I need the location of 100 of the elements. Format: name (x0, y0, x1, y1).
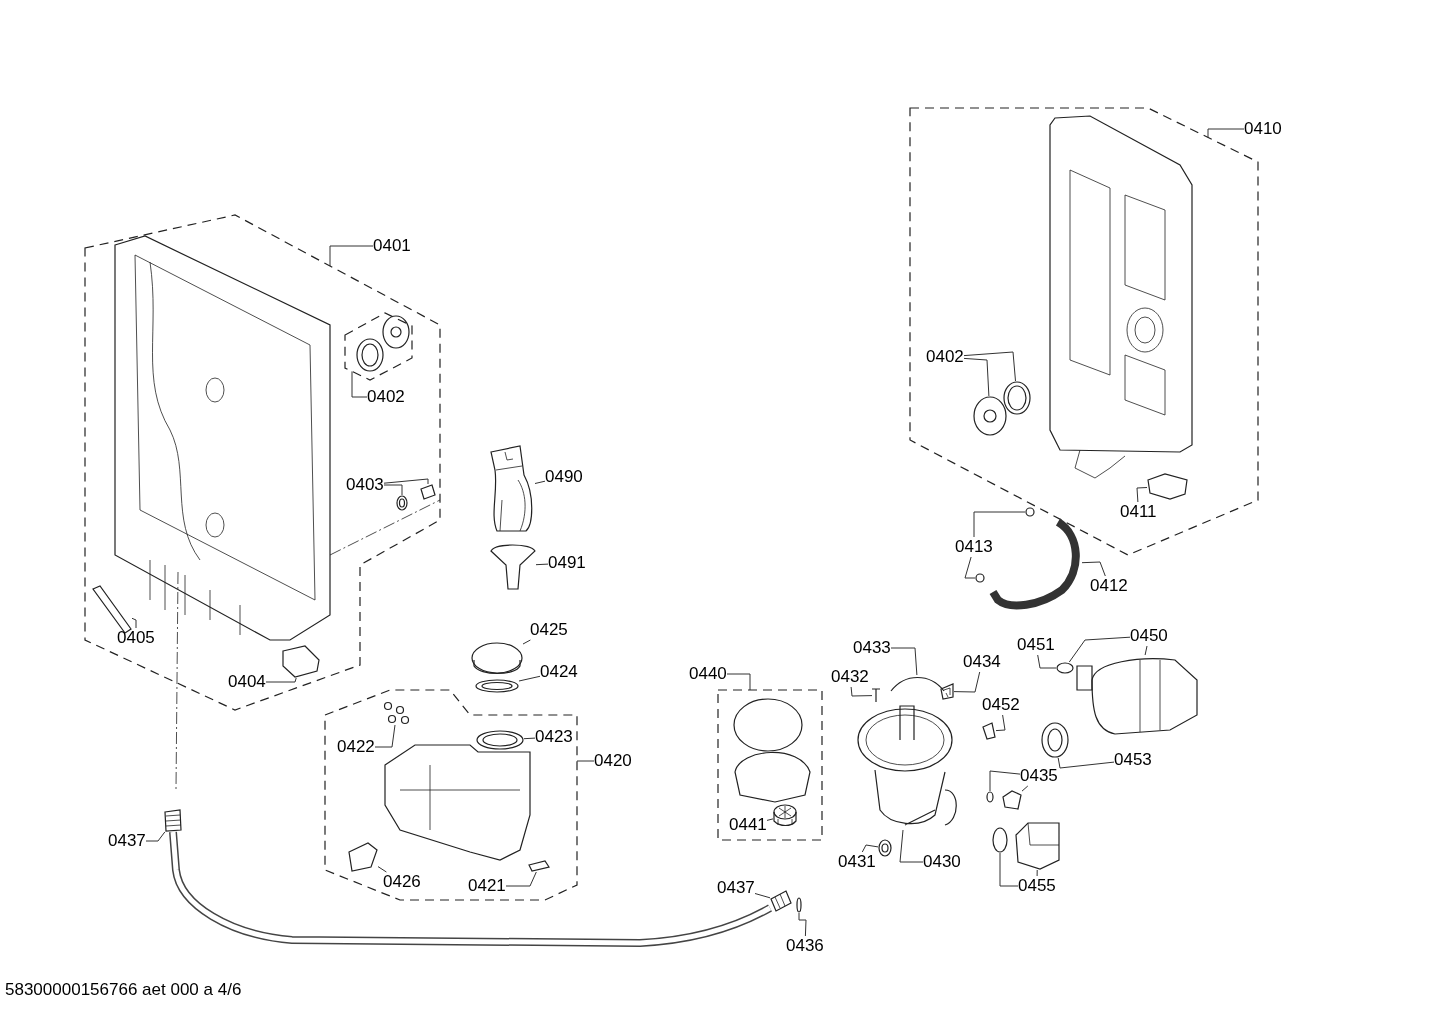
leader-line (964, 556, 976, 579)
sealing-ring (986, 791, 994, 803)
nut-drawing (773, 804, 797, 828)
leader-line (861, 844, 879, 853)
filter-disc-drawing (973, 396, 1007, 436)
clip-drawing (940, 683, 954, 700)
leader-line (989, 770, 1021, 792)
clamp-ring (975, 573, 985, 583)
valve-drawing (282, 645, 320, 678)
callout-number: 0403 (346, 475, 384, 495)
drawing-number: 58300000156766 aet 000 a 4/6 (5, 980, 242, 1000)
leader-line (131, 617, 137, 629)
callout-number: 0452 (982, 695, 1020, 715)
sealing-ring (992, 827, 1008, 853)
leader-line (1207, 128, 1245, 138)
callout-number: 0450 (1130, 626, 1168, 646)
callout-number: 0402 (367, 387, 405, 407)
leader-line (999, 852, 1019, 887)
leader-line (383, 484, 403, 496)
leader-line (798, 912, 807, 937)
leader-line (963, 351, 1016, 382)
assembly-outline (85, 215, 440, 710)
leader-line (383, 478, 429, 485)
callout-number: 0423 (535, 727, 573, 747)
sealing-ring (796, 897, 802, 913)
leader-line (523, 737, 536, 740)
callout-number: 0420 (594, 751, 632, 771)
callout-number: 0424 (540, 662, 578, 682)
leader-line (1144, 645, 1148, 656)
lid-drawing (471, 642, 523, 674)
leader-line (995, 714, 1006, 732)
hose-end-drawing (164, 810, 182, 832)
assembly-outline (718, 690, 822, 840)
screw-drawing (872, 688, 880, 703)
leader-line (505, 871, 537, 887)
callout-number: 0490 (545, 467, 583, 487)
drain-pump-drawing (1015, 822, 1060, 870)
leader-line (899, 829, 924, 863)
callout-number: 0434 (963, 652, 1001, 672)
leader-line (522, 639, 531, 645)
callout-number: 0422 (337, 737, 375, 757)
ring-drawing (475, 679, 519, 693)
valve-drawing (348, 842, 378, 872)
callout-number: 0413 (955, 537, 993, 557)
leader-line (265, 677, 297, 683)
assembly-outline (325, 690, 577, 900)
cap-drawing (490, 542, 536, 590)
seal-drawing (384, 702, 409, 725)
callout-number: 0430 (923, 852, 961, 872)
leader-line (576, 760, 595, 762)
leader-line (1037, 654, 1057, 669)
assembly-outline (345, 313, 412, 380)
seal-drawing (396, 495, 408, 511)
callout-number: 0440 (689, 664, 727, 684)
leader-line (890, 647, 918, 676)
callout-number: 0455 (1018, 876, 1056, 896)
ring-drawing (1003, 381, 1031, 415)
callout-number: 0441 (729, 815, 767, 835)
callout-number: 0431 (838, 852, 876, 872)
callout-number: 0436 (786, 936, 824, 956)
hose-end-drawing (770, 890, 792, 912)
callout-number: 0411 (1120, 502, 1157, 522)
callout-number: 0405 (117, 628, 155, 648)
funnel-drawing (490, 445, 535, 532)
cover-strip-drawing (890, 675, 945, 693)
callout-number: 0402 (926, 347, 964, 367)
callout-number: 0435 (1020, 766, 1058, 786)
seal-drawing (1041, 722, 1069, 758)
leader-line (534, 480, 546, 484)
callout-number: 0432 (831, 667, 869, 687)
clamp-ring (1025, 507, 1035, 517)
ring-drawing (476, 730, 524, 750)
callout-number: 0451 (1017, 635, 1055, 655)
heat-pump-drawing (1076, 655, 1198, 735)
leader-line (766, 818, 774, 821)
callout-number: 0421 (468, 876, 506, 896)
callout-number: 0410 (1244, 119, 1282, 139)
leader-line (754, 893, 771, 899)
clip-drawing (982, 722, 996, 740)
leader-line (726, 673, 751, 691)
callout-number: 0437 (108, 831, 146, 851)
connector-drawing (420, 484, 436, 500)
sensor-drawing (1002, 790, 1022, 810)
leader-line (963, 357, 990, 397)
callout-number: 0401 (373, 236, 411, 256)
callout-number: 0453 (1114, 750, 1152, 770)
leader-line (329, 245, 374, 267)
leader-line (518, 675, 541, 682)
leader-line (1021, 785, 1029, 792)
callout-number: 0412 (1090, 576, 1128, 596)
leader-line (351, 370, 368, 398)
callout-number: 0491 (548, 553, 586, 573)
leader-line (374, 724, 396, 748)
leader-line (377, 866, 387, 873)
sensor-drawing (1147, 473, 1188, 500)
leader-line (1057, 757, 1115, 769)
clamp-ring (1056, 662, 1074, 674)
callout-number: 0426 (383, 872, 421, 892)
leader-line (535, 563, 549, 566)
leader-line (1081, 561, 1106, 577)
